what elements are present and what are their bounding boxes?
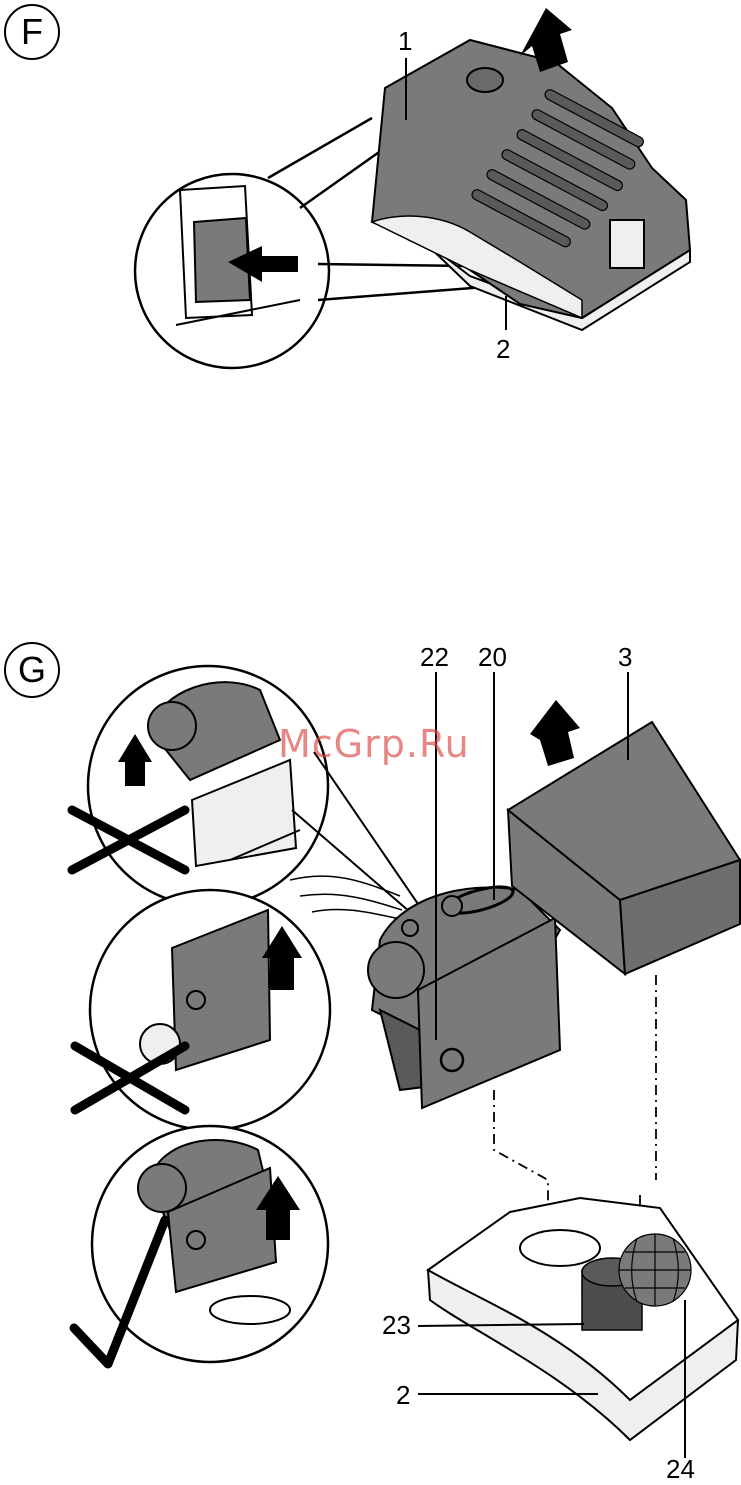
label-base-f: 2 bbox=[496, 336, 510, 362]
label-fan: 23 bbox=[382, 1312, 411, 1338]
label-box: 3 bbox=[618, 644, 632, 670]
lift-arrow-box-icon bbox=[530, 700, 580, 766]
label-ring: 20 bbox=[478, 644, 507, 670]
watermark: McGrp.Ru bbox=[278, 722, 470, 766]
panel-g-badge: G bbox=[4, 642, 60, 698]
top-knob bbox=[467, 68, 503, 92]
panel-f bbox=[135, 8, 690, 368]
label-ball: 24 bbox=[666, 1456, 695, 1482]
label-base-g: 2 bbox=[396, 1382, 410, 1408]
panel-f-badge: F bbox=[4, 4, 60, 60]
cable-bundle bbox=[290, 876, 405, 920]
latch bbox=[610, 220, 644, 268]
label-cover: 1 bbox=[398, 28, 412, 54]
ball-24 bbox=[619, 1234, 691, 1306]
label-plate: 22 bbox=[420, 644, 449, 670]
pump-cap bbox=[368, 942, 424, 998]
